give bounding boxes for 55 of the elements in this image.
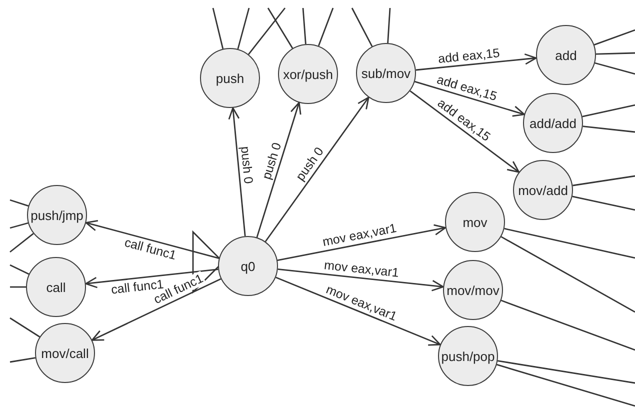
transition-line xyxy=(504,228,635,259)
transition-line xyxy=(351,8,373,47)
transition-line xyxy=(10,286,26,288)
transition-line xyxy=(596,52,635,55)
transition-arrow xyxy=(85,268,218,288)
transition-line xyxy=(582,126,635,133)
state-label: call xyxy=(46,280,66,294)
transition-line xyxy=(10,264,30,275)
transition-line xyxy=(594,62,635,75)
transition-line xyxy=(248,8,286,55)
transition-arrow xyxy=(228,107,246,236)
transition-arrow xyxy=(85,220,220,259)
state-label: mov/mov xyxy=(446,282,500,298)
transition-arrow xyxy=(91,278,222,341)
transition-line xyxy=(496,364,635,407)
transition-arrow xyxy=(278,268,444,292)
transition-arrow xyxy=(416,53,537,71)
state-label: push/jmp xyxy=(30,208,84,222)
transition-line xyxy=(387,8,391,44)
state-label: sub/mov xyxy=(361,66,411,80)
state-label: mov/call xyxy=(41,346,89,360)
state-label: push xyxy=(216,70,244,86)
state-label: push/pop xyxy=(441,348,495,364)
state-label: add/add xyxy=(530,116,576,130)
transition-line xyxy=(500,300,635,351)
transition-line xyxy=(318,8,334,46)
transition-line xyxy=(594,29,635,46)
edge-label: add eax,15 xyxy=(436,46,502,66)
transition-arrow xyxy=(264,96,370,242)
transition-line xyxy=(572,175,635,186)
transition-arrow xyxy=(414,80,525,117)
state-label: mov/add xyxy=(518,182,568,198)
state-circle xyxy=(356,43,416,103)
transition-line xyxy=(237,8,250,50)
transition-line xyxy=(302,8,306,44)
transition-arrow xyxy=(410,90,520,173)
state-label: q0 xyxy=(240,258,256,274)
transition-line xyxy=(500,236,635,313)
transition-line xyxy=(582,104,635,118)
transition-arrow xyxy=(256,102,302,238)
transition-line xyxy=(10,357,36,363)
transition-line xyxy=(10,199,29,207)
transition-line xyxy=(10,222,28,229)
state-label: xor/push xyxy=(283,66,333,82)
transition-line xyxy=(10,317,40,338)
transition-line xyxy=(497,360,635,384)
transition-line xyxy=(267,8,294,49)
transition-line xyxy=(212,8,224,49)
state-label: mov xyxy=(462,214,488,230)
edge-label: push 0 xyxy=(238,144,256,186)
transition-line xyxy=(572,196,635,211)
state-label: add xyxy=(555,48,577,62)
transition-arrow xyxy=(277,224,446,261)
transition-arrow xyxy=(276,276,441,346)
transition-line xyxy=(10,233,34,253)
